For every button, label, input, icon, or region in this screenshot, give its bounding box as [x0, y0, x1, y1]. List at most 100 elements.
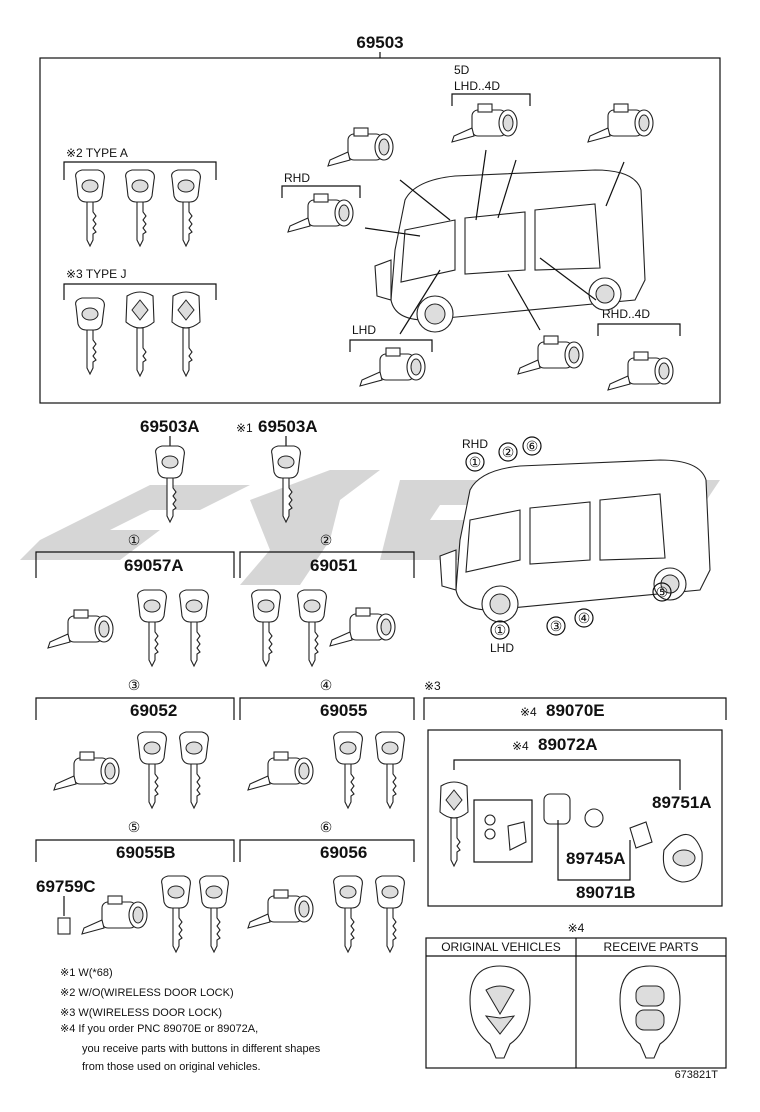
top-lhd-label: LHD	[352, 323, 376, 337]
group-4-key-1	[333, 731, 363, 809]
type-j-key-1	[75, 297, 105, 375]
group-2-pn: 69051	[310, 556, 357, 575]
van-marker-1b-circle	[490, 620, 510, 640]
compare-prefix: ※4	[568, 921, 585, 935]
top-5d-lhd-bracket	[451, 93, 531, 106]
remote-battery	[584, 808, 604, 828]
van-lhd-label: LHD	[490, 641, 514, 655]
type-j-key-2	[125, 291, 155, 377]
group-3-pn: 69052	[130, 701, 177, 720]
group-2-key-1	[251, 589, 281, 667]
van-marker-6: ⑥	[526, 438, 539, 454]
van-marker-5: ⑤	[656, 584, 669, 600]
group-1-lock	[47, 609, 114, 649]
van-marker-2-circle	[498, 442, 518, 462]
remote-p3-bracket	[557, 820, 631, 881]
note-5: you receive parts with buttons in differ…	[82, 1043, 321, 1055]
van-marker-1: ①	[469, 454, 482, 470]
remote-box	[427, 729, 723, 907]
note-2: ※2 W/O(WIRELESS DOOR LOCK)	[60, 987, 234, 999]
group-4-bracket	[239, 697, 415, 720]
van-marker-4: ④	[578, 610, 591, 626]
type-j-bracket	[63, 283, 217, 300]
top-rear-lock	[587, 103, 654, 143]
top-part-number: 69503	[356, 33, 403, 52]
group-6-pn: 69056	[320, 843, 367, 862]
van-marker-5-circle	[652, 582, 672, 602]
top-5d-lhd-label-1: 5D	[454, 63, 470, 77]
note-3: ※3 W(WIRELESS DOOR LOCK)	[60, 1007, 222, 1019]
group-5-bracket	[35, 839, 235, 862]
top-rhd-lock	[287, 193, 354, 233]
note-4: ※4 If you order PNC 89070E or 89072A,	[60, 1023, 258, 1035]
group-5-sub-part	[57, 917, 71, 935]
remote-main-pn: 89070E	[546, 701, 605, 720]
group-5-pn: 69055B	[116, 843, 176, 862]
receive-remote-button-1	[635, 985, 665, 1007]
van-marker-1-circle	[465, 452, 485, 472]
group-3-circle: ③	[128, 677, 141, 693]
top-front-lock	[327, 127, 394, 167]
group-3-lock	[53, 751, 120, 791]
remote-p3-pn: 89071B	[576, 883, 636, 902]
group-2-lock	[329, 607, 396, 647]
remote-case-emblem	[672, 849, 696, 867]
group-6-bracket	[239, 839, 415, 862]
type-a-bracket	[63, 161, 217, 180]
van-marker-6-circle	[522, 436, 542, 456]
group-5-circle: ⑤	[128, 819, 141, 835]
top-5d-rhd-bracket	[597, 323, 681, 336]
receive-remote-button-2	[635, 1009, 665, 1031]
remote-sub-prefix: ※4	[512, 739, 529, 753]
remote-main-prefix: ※4	[520, 705, 537, 719]
top-van-illustration	[374, 169, 646, 333]
type-a-key-3	[171, 169, 201, 247]
group-1-circle: ①	[128, 532, 141, 548]
remote-inner-part-1	[484, 814, 496, 826]
van-marker-3: ③	[550, 618, 563, 634]
top-5d-rhd-lock	[607, 351, 674, 391]
remote-button-part	[543, 793, 571, 825]
type-j-label: ※3 TYPE J	[66, 267, 127, 281]
remote-bracket	[423, 697, 727, 720]
top-5d-rhd-label-2: RHD..4D	[602, 307, 650, 321]
key-69503A-w68-pn: 69503A	[258, 417, 318, 436]
compare-col-original: ORIGINAL VEHICLES	[441, 940, 561, 954]
van-marker-3-circle	[546, 616, 566, 636]
compare-col-receive: RECEIVE PARTS	[604, 940, 699, 954]
group-4-pn: 69055	[320, 701, 367, 720]
group-2-bracket	[239, 551, 415, 578]
note-6: from those used on original vehicles.	[82, 1061, 261, 1073]
type-a-key-1	[75, 169, 105, 247]
van-marker-2: ②	[502, 444, 515, 460]
group-1-bracket	[35, 551, 235, 578]
top-callout-arrows	[364, 149, 625, 335]
group-4-lock	[247, 751, 314, 791]
group-1-key-2	[179, 589, 209, 667]
top-5d-lhd-lock	[451, 103, 518, 143]
remote-p2-pn: 89745A	[566, 849, 626, 868]
top-rhd-bracket	[281, 185, 361, 198]
group-6-key-1	[333, 875, 363, 953]
group-3-bracket	[35, 697, 235, 720]
type-a-key-2	[125, 169, 155, 247]
remote-sub-pn: 89072A	[538, 735, 598, 754]
group-5-sub-pn: 69759C	[36, 877, 96, 896]
remote-inner-part-2	[484, 828, 496, 840]
top-5d-lhd-label-2: LHD..4D	[454, 79, 500, 93]
top-lhd-bracket	[349, 339, 433, 352]
group-2-key-2	[297, 589, 327, 667]
original-remote-button-1	[485, 985, 515, 1015]
top-lhd-lock	[359, 347, 426, 387]
van-marker-4-circle	[574, 608, 594, 628]
group-5-key-1	[161, 875, 191, 953]
original-remote-button-2	[484, 1015, 516, 1035]
key-69503A	[155, 445, 185, 523]
remote-key	[439, 781, 469, 867]
figure-id: 673821T	[675, 1069, 719, 1081]
note-1: ※1 W(*68)	[60, 967, 113, 979]
type-a-label: ※2 TYPE A	[66, 146, 128, 160]
group-2-circle: ②	[320, 532, 333, 548]
group-6-circle: ⑥	[320, 819, 333, 835]
